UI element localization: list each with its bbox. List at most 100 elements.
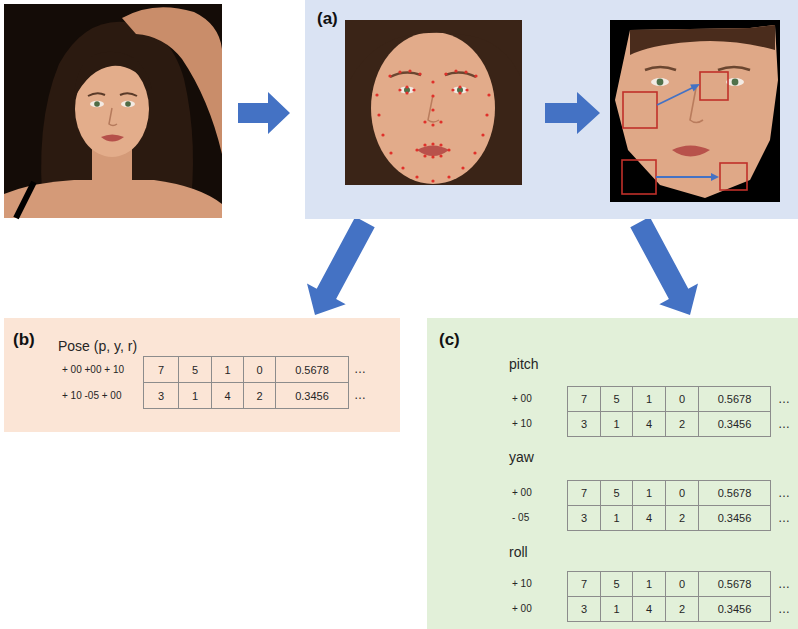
table-cell: 4 xyxy=(632,411,666,437)
cell-value: 0.3456 xyxy=(718,603,752,615)
cell-value: 4 xyxy=(646,603,652,615)
cell-value: 4 xyxy=(646,418,652,430)
table-cell: 0.3456 xyxy=(698,411,771,437)
cell-value: 1 xyxy=(613,512,619,524)
table-cell: 0 xyxy=(665,571,699,597)
patch-arrows xyxy=(656,84,719,181)
panel-label: (c) xyxy=(439,330,460,350)
cell-value: 0.5678 xyxy=(718,578,752,590)
table-cell: 7 xyxy=(567,571,601,597)
angle-label: - 05 xyxy=(512,512,529,523)
flow-arrow xyxy=(630,217,698,315)
cell-value: 1 xyxy=(646,487,652,499)
cell-value: 1 xyxy=(613,418,619,430)
ellipsis: … xyxy=(354,388,366,402)
portrait-photo xyxy=(4,4,222,218)
strap xyxy=(16,182,34,218)
table-cell: 7 xyxy=(567,480,601,506)
row-label: + 10 -05 + 00 xyxy=(62,382,122,408)
continuation-mark: … xyxy=(778,596,790,621)
continuation-mark: … xyxy=(778,411,790,436)
table-cell: 0.5678 xyxy=(698,386,771,412)
cell-value: 0.3456 xyxy=(718,512,752,524)
table-cell: 1 xyxy=(211,356,244,383)
row-label: + 10 xyxy=(512,571,532,596)
ellipsis: … xyxy=(778,577,790,591)
table-cell: 1 xyxy=(632,480,666,506)
cell-value: 0.3456 xyxy=(718,418,752,430)
table-cell: 2 xyxy=(665,596,699,622)
table-cell: 4 xyxy=(211,382,244,409)
cell-value: 2 xyxy=(679,512,685,524)
cell-value: 0 xyxy=(256,364,262,376)
ellipsis: … xyxy=(778,486,790,500)
panel: (b)Pose (p, y, r) xyxy=(4,318,400,432)
table-cell: 0.3456 xyxy=(698,596,771,622)
continuation-mark: … xyxy=(354,382,366,408)
angle-label: + 10 -05 + 00 xyxy=(62,390,122,401)
cell-value: 7 xyxy=(158,364,164,376)
continuation-mark: … xyxy=(354,356,366,382)
cell-value: 7 xyxy=(581,393,587,405)
table-cell: 3 xyxy=(567,411,601,437)
cell-value: 2 xyxy=(679,603,685,615)
cell-value: 1 xyxy=(613,603,619,615)
table-cell: 1 xyxy=(600,596,633,622)
frontalized-face xyxy=(610,20,780,202)
cell-value: 0.5678 xyxy=(718,487,752,499)
cell-value: 3 xyxy=(158,390,164,402)
table-cell: 5 xyxy=(600,386,633,412)
angle-label: + 00 xyxy=(512,487,532,498)
cell-value: 1 xyxy=(224,364,230,376)
table-cell: 5 xyxy=(600,571,633,597)
landmark-dots xyxy=(375,69,490,182)
panel-illustration xyxy=(305,0,798,219)
cell-value: 0 xyxy=(679,393,685,405)
cell-value: 0 xyxy=(679,578,685,590)
cell-value: 5 xyxy=(192,364,198,376)
lips xyxy=(101,135,124,142)
row-label: - 05 xyxy=(512,505,529,530)
section-heading: pitch xyxy=(509,356,539,373)
row-label: + 00 xyxy=(512,386,532,411)
section-heading: roll xyxy=(509,544,528,561)
table-cell: 4 xyxy=(632,505,666,531)
table-cell: 0 xyxy=(243,356,276,383)
cell-value: 2 xyxy=(679,418,685,430)
table-cell: 0 xyxy=(665,386,699,412)
patch-squares xyxy=(622,72,747,194)
table-cell: 4 xyxy=(632,596,666,622)
continuation-mark: … xyxy=(778,480,790,505)
ellipsis: … xyxy=(354,362,366,376)
flow-arrow xyxy=(307,217,375,315)
table-cell: 5 xyxy=(178,356,212,383)
row-label: + 00 +00 + 10 xyxy=(62,356,124,382)
angle-label: + 00 +00 + 10 xyxy=(62,364,124,375)
photo-background xyxy=(4,4,222,218)
cell-value: 3 xyxy=(581,418,587,430)
continuation-mark: … xyxy=(778,386,790,411)
section-heading: yaw xyxy=(509,449,534,466)
cell-value: 5 xyxy=(613,487,619,499)
cell-value: 4 xyxy=(646,512,652,524)
row-label: + 00 xyxy=(512,480,532,505)
ellipsis: … xyxy=(778,602,790,616)
angle-label: + 10 xyxy=(512,418,532,429)
cell-value: 7 xyxy=(581,578,587,590)
angle-label: + 10 xyxy=(512,578,532,589)
row-label: + 00 xyxy=(512,596,532,621)
continuation-mark: … xyxy=(778,571,790,596)
cell-value: 1 xyxy=(192,390,198,402)
row-label: + 10 xyxy=(512,411,532,436)
angle-label: + 00 xyxy=(512,393,532,404)
cell-value: 0.3456 xyxy=(295,390,329,402)
ellipsis: … xyxy=(778,511,790,525)
cell-value: 5 xyxy=(613,393,619,405)
table-cell: 5 xyxy=(600,480,633,506)
table-cell: 1 xyxy=(600,411,633,437)
table-cell: 0.3456 xyxy=(275,382,349,409)
cell-value: 5 xyxy=(613,578,619,590)
panel-heading: Pose (p, y, r) xyxy=(58,338,137,355)
table-cell: 0.5678 xyxy=(698,571,771,597)
table-cell: 1 xyxy=(600,505,633,531)
